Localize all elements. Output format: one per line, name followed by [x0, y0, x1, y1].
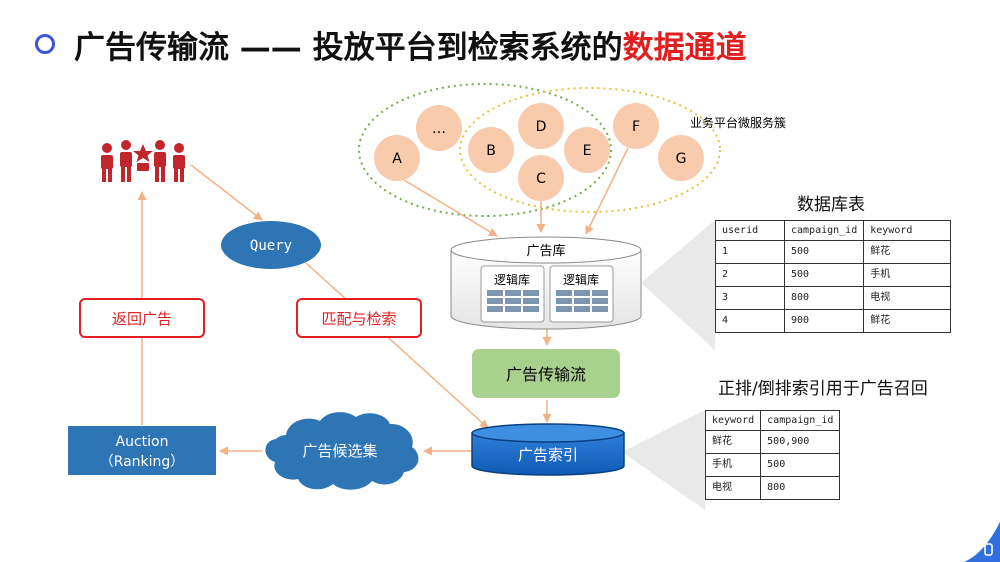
ad-index-db: 广告索引 [471, 423, 625, 476]
service-node-g: G [658, 135, 704, 181]
table-header-cell: keyword [704, 410, 762, 431]
table-cell: 1 [715, 240, 785, 264]
logical-db-2-label: 逻辑库 [563, 272, 599, 287]
table-cell: 900 [783, 309, 865, 333]
table-row: 电视 800 [704, 476, 841, 500]
table-header-cell: campaign_id [760, 410, 841, 431]
table-cell: 3 [715, 286, 785, 310]
arrow-f-to-db [585, 147, 629, 235]
auction-line2: （Ranking） [100, 454, 185, 470]
table-header-cell: campaign_id [783, 220, 865, 241]
table-header-cell: keyword [863, 220, 951, 241]
service-label: D [536, 119, 547, 135]
table-cell: 500 [783, 240, 865, 264]
match-retrieve-text: 匹配与检索 [321, 310, 396, 328]
index-table-callout [622, 410, 705, 510]
cluster-yellow-outline [459, 87, 721, 213]
title-bullet-icon [35, 34, 55, 54]
service-label: E [583, 143, 592, 159]
table-cell: 电视 [863, 286, 951, 310]
transport-stream-box: 广告传输流 [472, 349, 620, 398]
service-node-b: B [468, 127, 514, 173]
db-table-callout [641, 220, 715, 350]
candidate-label: 广告候选集 [302, 442, 377, 460]
table-cell: 手机 [863, 263, 951, 287]
table-cell: 电视 [704, 476, 762, 500]
table-header-row: userid campaign_id keyword [715, 220, 951, 241]
service-label: … [432, 121, 446, 137]
table-cell: 800 [783, 286, 865, 310]
service-node-d: D [518, 103, 564, 149]
table-cell: 500 [760, 453, 841, 477]
ad-database: 广告库 逻辑库 逻辑库 [450, 236, 642, 330]
table-cell: 鲜花 [704, 430, 762, 454]
table-cell: 4 [715, 309, 785, 333]
arrow-a-to-db [403, 179, 498, 237]
service-node-c: C [518, 155, 564, 201]
table-cell: 800 [760, 476, 841, 500]
users-icon [101, 140, 185, 182]
corner-decoration-icon [964, 522, 1000, 562]
service-label: A [392, 151, 402, 167]
transport-stream-label: 广告传输流 [506, 365, 586, 384]
index-table: keyword campaign_id 鲜花 500,900 手机 500 电视… [704, 410, 841, 500]
table-row: 4 900 鲜花 [715, 309, 951, 333]
db-table: userid campaign_id keyword 1 500 鲜花 2 50… [715, 220, 951, 333]
table-cell: 500,900 [760, 430, 841, 454]
table-row: 鲜花 500,900 [704, 430, 841, 454]
table-header-cell: userid [715, 220, 785, 241]
logical-db-1: 逻辑库 [480, 265, 545, 323]
table-header-row: keyword campaign_id [704, 410, 841, 431]
logical-db-1-label: 逻辑库 [494, 272, 530, 287]
page-title: 广告传输流 —— 投放平台到检索系统的数据通道 [74, 22, 747, 67]
table-row: 手机 500 [704, 453, 841, 477]
table-cell: 2 [715, 263, 785, 287]
table-cell: 鲜花 [863, 309, 951, 333]
return-ads-label: 返回广告 [79, 298, 205, 338]
service-node-a: A [374, 135, 420, 181]
arrow-users-to-query [190, 164, 263, 221]
service-node-ellipsis: … [416, 105, 462, 151]
auction-line1: Auction [116, 434, 169, 450]
cluster-green-outline [358, 83, 612, 217]
logical-db-2: 逻辑库 [549, 265, 614, 323]
table-row: 1 500 鲜花 [715, 240, 951, 264]
title-highlight: 数据通道 [622, 30, 747, 66]
db-table-caption: 数据库表 [797, 195, 865, 215]
auction-box: Auction （Ranking） [68, 426, 216, 475]
table-cell: 鲜花 [863, 240, 951, 264]
service-label: F [632, 119, 640, 135]
table-cell: 500 [783, 263, 865, 287]
service-label: C [536, 171, 546, 187]
ad-index-label: 广告索引 [518, 446, 578, 464]
candidate-cloud: 广告候选集 [265, 412, 419, 490]
service-label: B [486, 143, 496, 159]
match-retrieve-label: 匹配与检索 [296, 298, 422, 338]
query-label: Query [250, 238, 292, 254]
title-main: 广告传输流 —— 投放平台到检索系统的 [74, 30, 623, 66]
service-node-f: F [613, 103, 659, 149]
index-table-caption: 正排/倒排索引用于广告召回 [718, 379, 928, 399]
service-node-e: E [564, 127, 610, 173]
table-cell: 手机 [704, 453, 762, 477]
table-row: 2 500 手机 [715, 263, 951, 287]
arrow-query-to-index [305, 262, 489, 429]
return-ads-text: 返回广告 [112, 310, 172, 328]
table-row: 3 800 电视 [715, 286, 951, 310]
query-node: Query [221, 221, 321, 269]
service-label: G [676, 151, 687, 167]
ad-database-title: 广告库 [526, 243, 565, 259]
cluster-label: 业务平台微服务簇 [690, 115, 786, 130]
